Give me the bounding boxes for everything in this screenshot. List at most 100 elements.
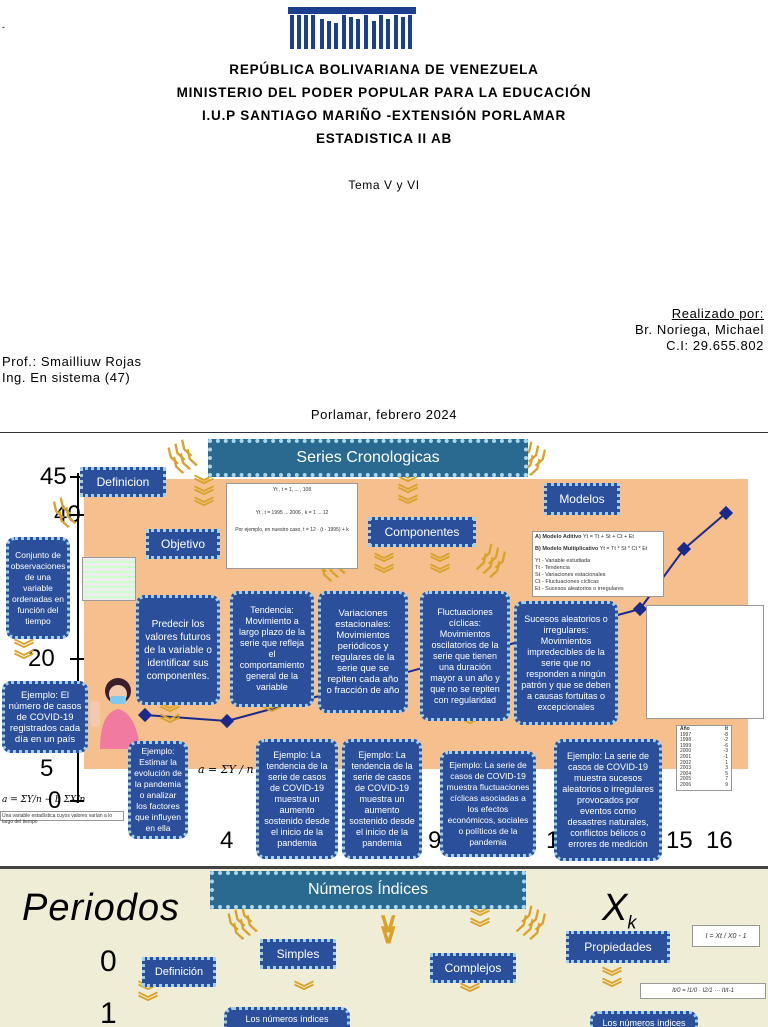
- arrow-icon: ︾: [460, 983, 480, 1005]
- dash-mark: -: [2, 22, 5, 32]
- index-cell: -2: [723, 737, 728, 744]
- arrow-icon: ︾︾︾: [194, 475, 214, 519]
- numeros-indices-box-a: Los números índices: [224, 1007, 350, 1027]
- ejemplo-estacionales: Ejemplo: La tendencia de la serie de cas…: [342, 739, 422, 859]
- propiedades-label: Propiedades: [566, 931, 670, 963]
- arrow-icon: ︾︾: [138, 981, 158, 1014]
- year-cell: 1997: [680, 731, 692, 738]
- index-cell: 1: [725, 759, 728, 766]
- modelo-legend-4: Et - Sucesos aleatorios o irregulares: [535, 586, 624, 592]
- year-table-row: 1999 -6: [680, 742, 728, 750]
- poster2-title: Números Índices: [210, 871, 526, 909]
- year-table-head-year: Año: [680, 726, 690, 732]
- modelos-box: A) Modelo Aditivo Yt = Tt + St + Ct + Et…: [532, 531, 664, 597]
- index-cell: -6: [723, 742, 728, 749]
- modelo-legend-1: Tt - Tendencia: [535, 565, 570, 571]
- modelo-multiplicativo: B) Modelo Multiplicativo: [535, 546, 599, 552]
- arrow-icon: ⟩⟩⟩⟩⟩⟩: [513, 903, 551, 944]
- index-cell: -3: [723, 748, 728, 755]
- header-line-2: MINISTERIO DEL PODER POPULAR PARA LA EDU…: [176, 85, 592, 100]
- year-table-row: 2004 5: [680, 770, 728, 778]
- arrow-icon: ⟨⟨⟨⟨⟨⟨: [223, 903, 260, 944]
- axis-y-tick-5: 5: [40, 755, 54, 782]
- definicion-label-2: Definición: [142, 957, 216, 987]
- definicion-label: Definicion: [80, 467, 166, 497]
- arrow-icon: ︾︾: [430, 553, 450, 586]
- axis-y-tick-20: 20: [28, 645, 55, 672]
- period-0: 0: [100, 945, 117, 978]
- numeros-indices-box-b: Los números índices: [590, 1011, 698, 1027]
- year-cell: 2002: [680, 759, 692, 766]
- periodos-heading: Periodos: [22, 887, 180, 929]
- cover-page: - REPÚBLICA BOLIVARIANA DE VENEZUELA MIN…: [0, 0, 768, 432]
- author-name: Br. Noriega, Michael: [634, 322, 764, 337]
- estacionales-text: Variaciones estacionales: Movimientos pe…: [318, 591, 408, 713]
- index-cell: -8: [723, 731, 728, 738]
- arrow-icon: ︾: [460, 715, 480, 737]
- arrow-icon: ︾︾︾: [398, 473, 418, 517]
- numeros-indices-poster: Periodos 0 1 Xk ⟨⟨⟨⟨⟨⟨ ⟩⟩⟩⟩⟩⟩ ︾︾ ∨∨ ︾︾ ︾…: [0, 866, 768, 1027]
- arrow-icon: ︾︾: [14, 639, 34, 672]
- index-cell: 5: [725, 770, 728, 777]
- arrow-icon: ︾: [294, 981, 314, 1003]
- formula-propiedad: I = Xt / X0 - 1: [692, 925, 760, 947]
- poster-title: Series Cronologicas: [208, 439, 528, 477]
- year-table-head-it: It: [724, 726, 728, 732]
- arrow-icon: ︾: [262, 703, 282, 725]
- axis-x-tick-15: 15: [666, 827, 693, 854]
- aleatorios-text: Sucesos aleatorios o irregulares: Movimi…: [514, 601, 618, 725]
- background-line-chart: [70, 473, 759, 803]
- complejos-label: Complejos: [430, 953, 516, 983]
- axis-x-tick-9: 9: [428, 827, 442, 854]
- topic-title: Tema V y VI: [348, 178, 420, 192]
- year-cell: 2001: [680, 753, 692, 760]
- year-table-row: 1997 -8: [680, 731, 728, 739]
- year-table-row: 2000 -3: [680, 749, 728, 755]
- regression-formula: a = ΣY/n − b ΣX/n: [2, 795, 86, 805]
- formula-circular: It/0 = I1/0 · I2/1 ··· It/t-1: [640, 983, 766, 999]
- formula-b: Yt , t = 1995 ... 2006 , k = 1 ... 12: [255, 510, 329, 516]
- ejemplo-definicion: Ejemplo: El número de casos de COVID-19 …: [2, 681, 88, 753]
- professor-name: Prof.: Smailliuw Rojas: [2, 354, 142, 369]
- axis-y-tick-45: 45: [40, 463, 67, 490]
- year-table-row: 2002 1: [680, 759, 728, 767]
- index-cell: -1: [723, 753, 728, 760]
- definicion-text: Conjunto de observaciones de una variabl…: [6, 537, 70, 639]
- ciclicas-text: Fluctuaciones cíclicas: Movimientos osci…: [420, 591, 510, 721]
- axis-x-tick-16: 16: [706, 827, 733, 854]
- year-cell: 2003: [680, 765, 692, 772]
- data-table-thumbnail: [82, 557, 136, 601]
- arrow-icon: ∨∨: [378, 907, 399, 949]
- year-cell: 1999: [680, 742, 692, 749]
- year-cell: 2006: [680, 781, 692, 788]
- modelo-legend-0: Yt - Variable estudiada: [535, 558, 591, 564]
- year-table-row: 2001 -1: [680, 753, 728, 761]
- axis-y-tick-40: 40: [54, 501, 81, 528]
- objetivo-text: Predecir los valores futuros de la varia…: [136, 595, 220, 705]
- mean-formula: a = ΣY / n: [198, 763, 254, 776]
- year-cell: 2004: [680, 770, 692, 777]
- series-cronologicas-poster: 45 40 20 5 0 4 9 1 15 16 ⟨⟨⟨⟨⟨⟨ ⟩⟩⟩⟩⟩⟩ ︾…: [0, 432, 768, 867]
- year-cell: 2005: [680, 776, 692, 783]
- small-chart-thumbnail: [646, 605, 764, 719]
- caption-small: Una variable estadística cuyos valores v…: [0, 811, 124, 825]
- xk-x: X: [602, 887, 628, 929]
- modelo-aditivo-eq: Yt = Tt + St + Ct + Et: [582, 534, 634, 540]
- institution-logo: [286, 5, 418, 51]
- header-line-1: REPÚBLICA BOLIVARIANA DE VENEZUELA: [229, 62, 539, 77]
- ejemplo-tendencia: Ejemplo: La tendencia de la serie de cas…: [256, 739, 338, 859]
- xk-sub: k: [627, 912, 637, 933]
- simples-label: Simples: [260, 939, 336, 969]
- arrow-icon: ︾︾: [160, 703, 180, 736]
- componentes-label: Componentes: [368, 517, 476, 547]
- year-cell: 2000: [680, 748, 692, 755]
- xk-heading: Xk: [602, 887, 636, 934]
- tendencia-text: Tendencia: Movimiento a largo plazo de l…: [230, 591, 314, 707]
- header-line-3: I.U.P SANTIAGO MARIÑO -EXTENSIÓN PORLAMA…: [201, 108, 567, 123]
- author-id: C.I: 29.655.802: [666, 338, 764, 353]
